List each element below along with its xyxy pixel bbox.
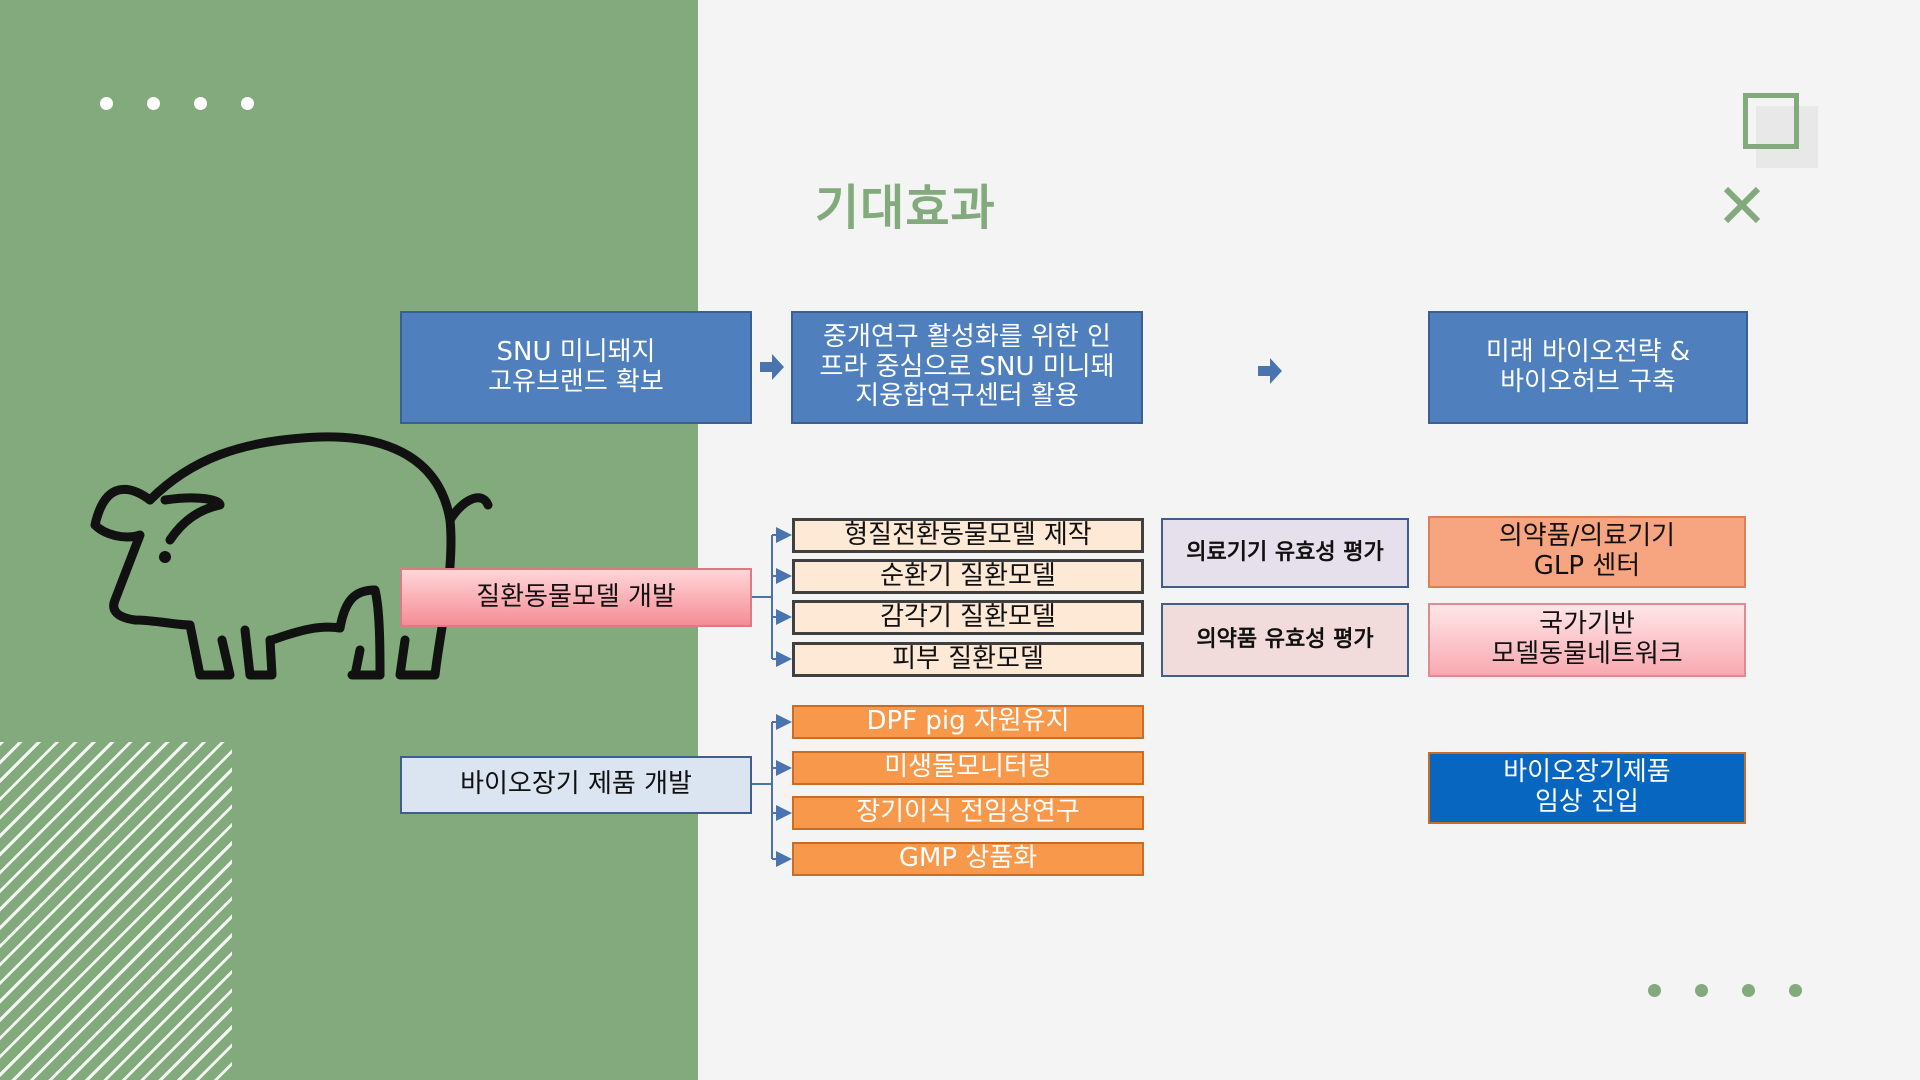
bio-organ-item: 장기이식 전임상연구 <box>792 796 1144 830</box>
drug-evaluation-box: 의약품 유효성 평가 <box>1161 603 1409 677</box>
decorative-square <box>1743 93 1799 149</box>
bio-organ-box: 바이오장기 제품 개발 <box>400 756 752 814</box>
bio-organ-item: 미생물모니터링 <box>792 751 1144 785</box>
right-arrow-icon <box>760 354 784 380</box>
decorative-dots-top-left <box>100 97 254 110</box>
decorative-dots-bottom-right <box>1648 984 1802 997</box>
decorative-square-shadow <box>1756 106 1818 168</box>
device-evaluation-box: 의료기기 유효성 평가 <box>1161 518 1409 588</box>
clinical-entry-box: 바이오장기제품 임상 진입 <box>1428 752 1746 824</box>
hatch-pattern <box>0 742 232 1080</box>
model-animal-network-box: 국가기반 모델동물네트워크 <box>1428 603 1746 677</box>
disease-item: 감각기 질환모델 <box>792 600 1144 635</box>
right-arrow-icon <box>1258 358 1282 384</box>
page-title: 기대효과 <box>815 180 996 236</box>
glp-center-box: 의약품/의료기기 GLP 센터 <box>1428 516 1746 588</box>
disease-item: 형질전환동물모델 제작 <box>792 518 1144 553</box>
close-icon <box>1723 186 1761 224</box>
bio-organ-item: DPF pig 자원유지 <box>792 705 1144 739</box>
bio-organ-item: GMP 상품화 <box>792 842 1144 876</box>
disease-item: 순환기 질환모델 <box>792 559 1144 594</box>
brand-box: SNU 미니돼지 고유브랜드 확보 <box>400 311 752 424</box>
research-center-box: 중개연구 활성화를 위한 인 프라 중심으로 SNU 미니돼 지융합연구센터 활… <box>791 311 1143 424</box>
disease-item: 피부 질환모델 <box>792 642 1144 677</box>
biohub-box: 미래 바이오전략 & 바이오허브 구축 <box>1428 311 1748 424</box>
disease-model-box: 질환동물모델 개발 <box>400 568 752 627</box>
